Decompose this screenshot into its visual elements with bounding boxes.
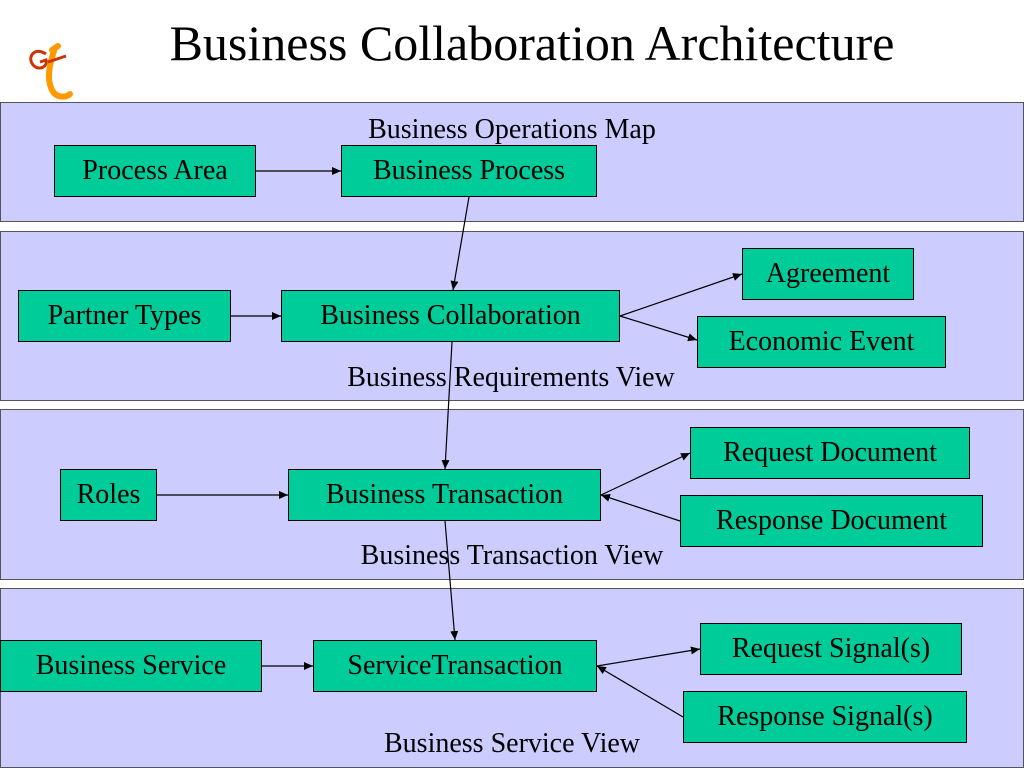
node-business-collaboration: Business Collaboration — [281, 290, 620, 342]
label-service-view: Business Service View — [384, 728, 640, 759]
node-agreement: Agreement — [742, 248, 914, 300]
node-roles: Roles — [60, 469, 157, 521]
node-request-signals: Request Signal(s) — [700, 623, 962, 675]
node-economic-event: Economic Event — [697, 316, 946, 368]
node-service-transaction: ServiceTransaction — [313, 640, 597, 692]
label-requirements-view: Business Requirements View — [347, 362, 675, 393]
page-title: Business Collaboration Architecture — [169, 15, 895, 71]
node-request-document: Request Document — [690, 427, 970, 479]
node-response-signals: Response Signal(s) — [683, 691, 967, 743]
node-business-transaction: Business Transaction — [288, 469, 601, 521]
node-business-process: Business Process — [341, 145, 597, 197]
node-business-service: Business Service — [0, 640, 262, 692]
node-response-document: Response Document — [680, 495, 983, 547]
label-transaction-view: Business Transaction View — [360, 540, 664, 571]
gt-logo-icon — [29, 43, 73, 100]
label-operations-map: Business Operations Map — [368, 114, 656, 145]
node-process-area: Process Area — [54, 145, 256, 197]
node-partner-types: Partner Types — [18, 290, 231, 342]
